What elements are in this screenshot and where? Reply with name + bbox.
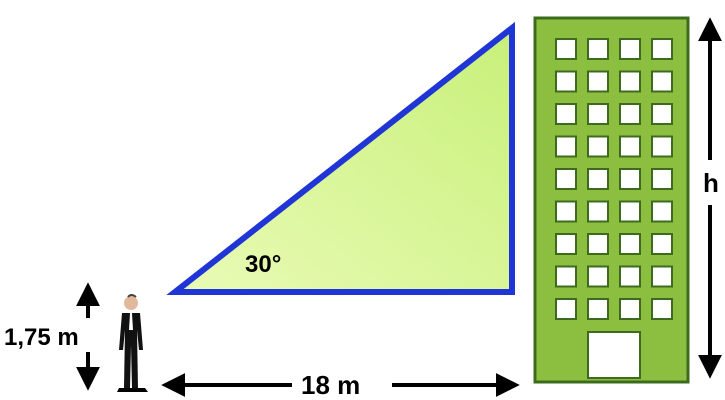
building-window xyxy=(651,70,673,93)
angle-label: 30° xyxy=(245,251,281,278)
building-window xyxy=(587,70,609,93)
building-window xyxy=(555,103,577,125)
angle-triangle xyxy=(166,21,515,295)
building-window xyxy=(555,200,577,223)
building-window xyxy=(587,38,609,60)
building-window xyxy=(619,38,641,60)
building-window xyxy=(587,200,609,223)
height-label: h xyxy=(703,168,719,198)
building xyxy=(533,16,690,384)
building-window xyxy=(651,265,673,288)
building-window xyxy=(619,298,641,320)
building-window xyxy=(587,265,609,288)
building-window xyxy=(619,168,641,190)
building-window xyxy=(651,298,673,320)
building-window xyxy=(619,265,641,288)
building-window xyxy=(619,233,641,255)
distance-label: 18 m xyxy=(301,370,360,400)
building-window xyxy=(651,233,673,255)
building-window xyxy=(619,70,641,93)
building-window xyxy=(587,135,609,158)
building-window xyxy=(651,38,673,60)
building-windows xyxy=(555,38,673,320)
building-window xyxy=(619,103,641,125)
building-window xyxy=(555,70,577,93)
building-window xyxy=(619,135,641,158)
eye-height-label: 1,75 m xyxy=(4,324,79,351)
building-window xyxy=(651,200,673,223)
building-window xyxy=(651,103,673,125)
building-window xyxy=(555,233,577,255)
building-window xyxy=(555,298,577,320)
building-door xyxy=(587,331,641,379)
building-window xyxy=(587,298,609,320)
building-window xyxy=(555,135,577,158)
building-window xyxy=(587,168,609,190)
building-window xyxy=(555,265,577,288)
building-window xyxy=(555,38,577,60)
building-window xyxy=(587,233,609,255)
building-window xyxy=(587,103,609,125)
building-window xyxy=(619,200,641,223)
building-window xyxy=(651,168,673,190)
building-window xyxy=(555,168,577,190)
person-figure xyxy=(117,294,148,392)
building-window xyxy=(651,135,673,158)
